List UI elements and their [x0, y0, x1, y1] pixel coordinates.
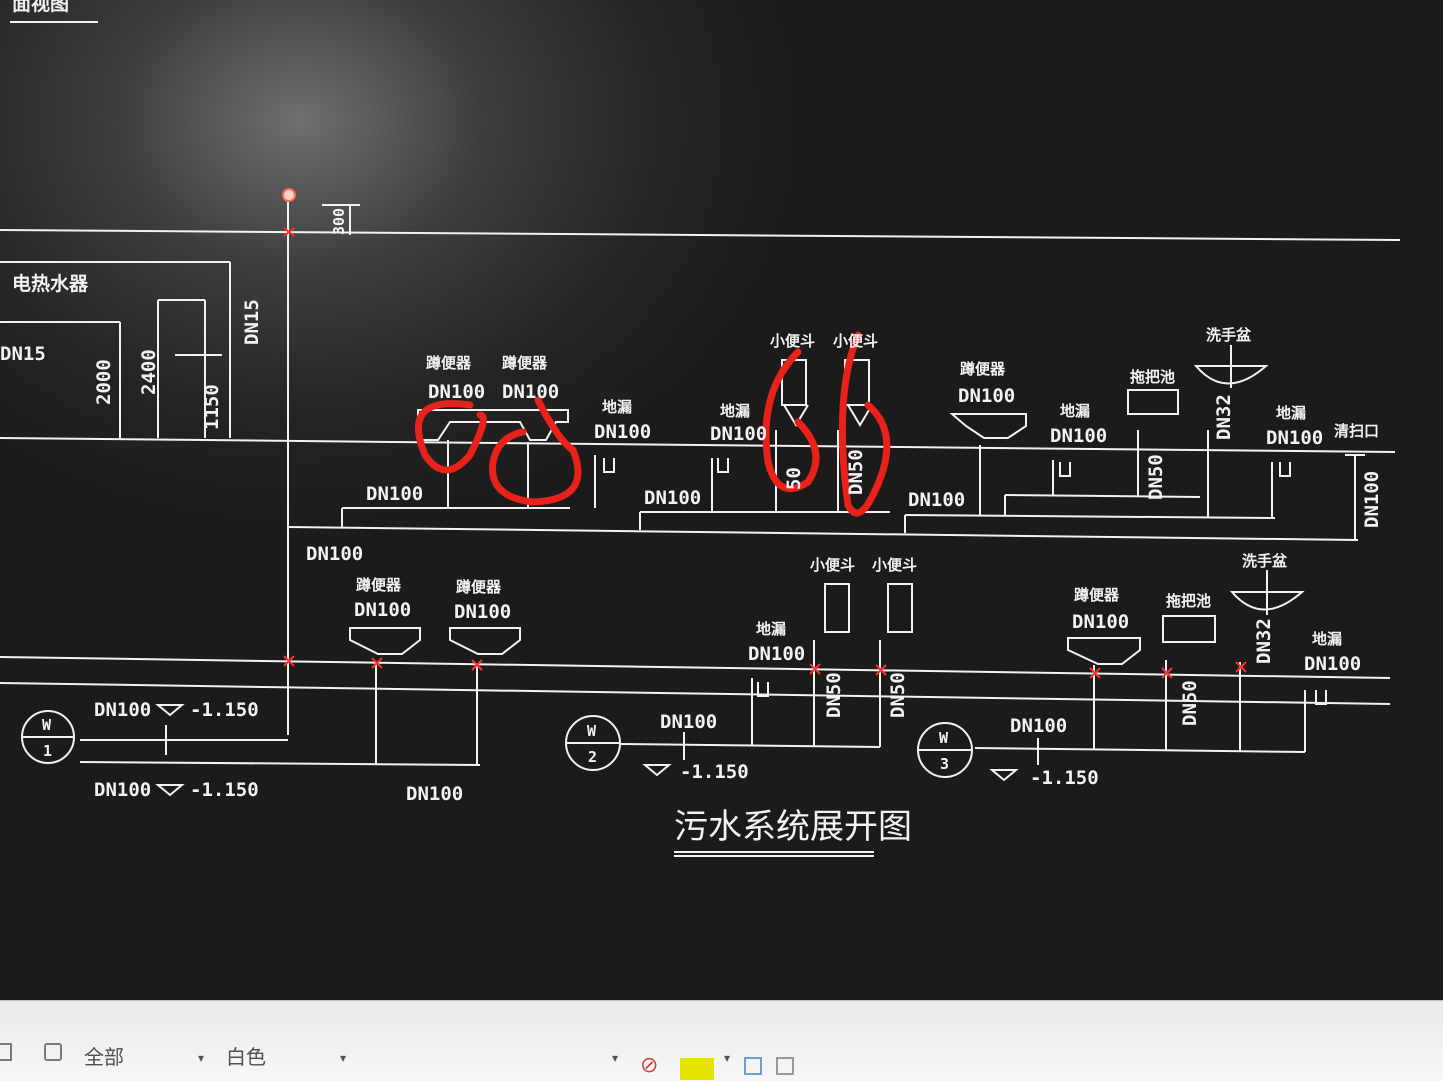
pipe-label-dn100: DN100 [958, 385, 1015, 407]
color-swatch[interactable] [680, 1058, 714, 1080]
cad-drawing-area[interactable]: 面视图 电热水器 DN15 DN15 300 2000 2400 1150 蹲便… [0, 0, 1443, 1000]
pipe-label-dn50: DN50 [823, 672, 845, 718]
chevron-down-icon[interactable]: ▾ [340, 1051, 347, 1065]
pipe-label-dn100: DN100 [406, 783, 463, 805]
pipe-label-dn100: DN100 [660, 711, 717, 733]
pipe-label-dn15-vertical: DN15 [241, 299, 263, 345]
fixture-wash-basin-label: 洗手盆 [1206, 326, 1252, 344]
status-bar: 全部 ▾ 白色 ▾ ▾ ⊘ ▾ [0, 1000, 1443, 1081]
pipe-label-dn100: DN100 [1010, 715, 1067, 737]
fixture-urinal-label: 小便斗 [810, 556, 855, 574]
pipe-label-dn100: DN100 [1072, 611, 1129, 633]
fixture-toilet-label: 蹲便器 [960, 360, 1006, 378]
pipe-label-dn100: DN100 [354, 599, 411, 621]
pipe-label-dn100: DN100 [644, 487, 701, 509]
fixture-toilet-label: 蹲便器 [356, 576, 402, 594]
pipe-label-dn100: DN100 [306, 543, 363, 565]
fixture-cleanout-label: 清扫口 [1334, 422, 1379, 440]
drawing-canvas[interactable]: 面视图 电热水器 DN15 DN15 300 2000 2400 1150 蹲便… [0, 0, 1443, 1000]
stack-letter: W [42, 716, 52, 734]
fixture-floor-drain-label: 地漏 [1312, 630, 1342, 648]
dim-1150: 1150 [201, 384, 223, 430]
pipe-label-dn50: DN50 [1145, 454, 1167, 500]
elevation-label: -1.150 [680, 761, 749, 783]
fixture-wash-basin-label: 洗手盆 [1242, 552, 1288, 570]
layer-dropdown-value[interactable]: 全部 [84, 1045, 124, 1069]
pipe-label-dn100: DN100 [454, 601, 511, 623]
hand-annotation [414, 331, 891, 517]
linetype-icon[interactable]: ⊘ [640, 1053, 659, 1078]
fixture-floor-drain-label: 地漏 [756, 620, 786, 638]
fixture-floor-drain-label: 地漏 [720, 402, 750, 420]
drawing-title-partial: 面视图 [12, 0, 69, 15]
color-dropdown-value[interactable]: 白色 [226, 1045, 266, 1069]
elevation-label: -1.150 [1030, 767, 1099, 789]
pipe-label-dn100: DN100 [366, 483, 423, 505]
fixture-floor-drain-label: 地漏 [1276, 404, 1306, 422]
layer-filter-icon[interactable] [44, 1043, 62, 1061]
fixture-floor-drain-label: 地漏 [1060, 402, 1090, 420]
fixture-urinal-label: 小便斗 [770, 332, 815, 350]
pipe-label-dn100: DN100 [94, 699, 151, 721]
fixture-toilet-label: 蹲便器 [502, 354, 548, 372]
pipe-label-dn100: DN100 [710, 423, 767, 445]
elevation-label: -1.150 [190, 779, 259, 801]
properties-icon[interactable] [776, 1057, 794, 1075]
pipe-label-dn50-partial: 50 [783, 467, 805, 490]
dim-300: 300 [330, 208, 348, 235]
layer-icon[interactable] [0, 1043, 12, 1061]
pipe-label-dn100: DN100 [908, 489, 965, 511]
fixture-mop-sink-label: 拖把池 [1130, 368, 1175, 386]
pipe-label-dn32: DN32 [1253, 618, 1275, 664]
stack-letter: W [587, 722, 597, 740]
pipe-label-dn100: DN100 [1304, 653, 1361, 675]
pipe-label-dn50: DN50 [887, 672, 909, 718]
pipe-label-dn100: DN100 [502, 381, 559, 403]
pipe-label-dn100: DN100 [1266, 427, 1323, 449]
chevron-down-icon[interactable]: ▾ [724, 1051, 731, 1065]
elevation-label: -1.150 [190, 699, 259, 721]
fixture-urinal-label: 小便斗 [872, 556, 917, 574]
layer-state-icon[interactable] [744, 1057, 762, 1075]
pipe-label-dn100: DN100 [1050, 425, 1107, 447]
fixture-urinal-label: 小便斗 [833, 332, 878, 350]
dim-2000: 2000 [93, 359, 115, 405]
stack-number: 3 [940, 755, 949, 773]
stack-number: 2 [588, 748, 597, 766]
fixture-toilet-label: 蹲便器 [456, 578, 502, 596]
pipe-label-dn100: DN100 [748, 643, 805, 665]
stack-number: 1 [43, 742, 52, 760]
pipe-label-dn50: DN50 [845, 449, 867, 495]
chevron-down-icon[interactable]: ▾ [198, 1051, 205, 1065]
dim-2400: 2400 [138, 349, 160, 395]
pipe-label-dn100: DN100 [594, 421, 651, 443]
fixture-mop-sink-label: 拖把池 [1166, 592, 1211, 610]
pipe-label-dn50: DN50 [1179, 680, 1201, 726]
pipe-label-dn100: DN100 [1361, 471, 1383, 528]
stack-letter: W [939, 729, 949, 747]
heater-label: 电热水器 [12, 272, 89, 295]
fixture-toilet-label: 蹲便器 [426, 354, 472, 372]
drawing-main-title: 污水系统展开图 [674, 807, 912, 847]
fixture-floor-drain-label: 地漏 [602, 398, 632, 416]
pipe-label-dn32: DN32 [1213, 394, 1235, 440]
pipe-label-dn100: DN100 [94, 779, 151, 801]
chevron-down-icon[interactable]: ▾ [612, 1051, 619, 1065]
joint-markers [282, 188, 1247, 679]
pipe-label-dn15-left: DN15 [0, 343, 46, 365]
pipe-label-dn100: DN100 [428, 381, 485, 403]
fixture-toilet-label: 蹲便器 [1074, 586, 1120, 604]
